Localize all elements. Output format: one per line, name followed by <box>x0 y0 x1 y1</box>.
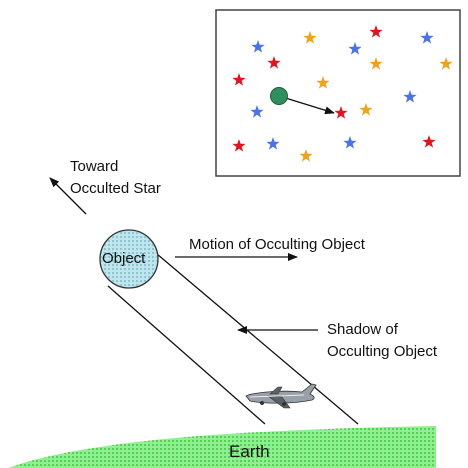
occulting-object-dot <box>270 87 288 105</box>
toward-star-label-line2: Occulted Star <box>70 180 161 197</box>
star-red-1 <box>369 25 383 38</box>
shadow-edge-upper <box>156 253 359 425</box>
earth-surface <box>8 426 436 468</box>
motion-label: Motion of Occulting Object <box>189 236 365 253</box>
earth-label: Earth <box>229 442 270 461</box>
star-orange-14 <box>359 103 373 116</box>
star-blue-5 <box>420 31 434 44</box>
star-blue-4 <box>348 42 362 55</box>
star-orange-2 <box>303 31 317 44</box>
star-orange-8 <box>439 57 453 70</box>
star-blue-18 <box>343 136 357 149</box>
star-blue-12 <box>250 105 264 118</box>
star-orange-10 <box>316 76 330 89</box>
shadow-edge-lower <box>107 285 266 425</box>
shadow-label-line2: Occulting Object <box>327 343 438 360</box>
occulting-object-texture <box>101 231 157 287</box>
object-label: Object <box>102 250 146 267</box>
star-field-frame <box>215 9 461 177</box>
star-red-6 <box>267 56 281 69</box>
star-orange-7 <box>369 57 383 70</box>
toward-star-label-line1: Toward <box>70 158 119 175</box>
star-field <box>232 25 453 162</box>
star-red-9 <box>232 73 246 86</box>
star-red-13 <box>334 106 348 119</box>
star-red-19 <box>422 135 436 148</box>
star-blue-3 <box>251 40 265 53</box>
shadow-label-line1: Shadow of <box>327 321 398 338</box>
object-track-arrow <box>278 95 335 115</box>
star-blue-11 <box>403 90 417 103</box>
toward-star-arrow <box>49 177 87 215</box>
star-blue-16 <box>266 137 280 150</box>
star-red-15 <box>232 139 246 152</box>
star-orange-17 <box>299 149 313 162</box>
airplane-icon <box>245 383 317 409</box>
